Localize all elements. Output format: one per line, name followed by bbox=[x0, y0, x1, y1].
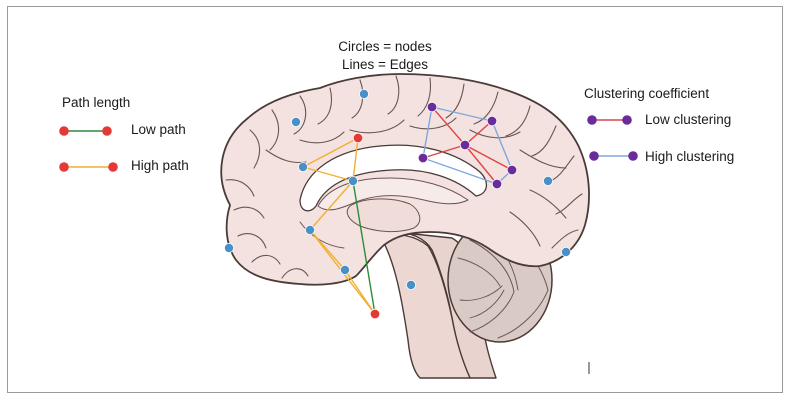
node-circle-icon bbox=[102, 126, 112, 136]
clustering-legend-symbols bbox=[587, 115, 638, 161]
brain-illustration bbox=[221, 74, 589, 378]
node-circle-icon bbox=[628, 151, 638, 161]
node-blue bbox=[543, 176, 552, 185]
node-purple bbox=[418, 153, 428, 163]
node-blue bbox=[406, 280, 415, 289]
node-blue bbox=[224, 243, 233, 252]
diagram-caption: Circles = nodes Lines = Edges bbox=[330, 38, 440, 74]
low-path-label: Low path bbox=[131, 122, 186, 137]
high-clustering-label: High clustering bbox=[645, 149, 734, 164]
path-legend-title: Path length bbox=[62, 95, 130, 110]
node-blue bbox=[561, 247, 570, 256]
node-purple bbox=[427, 102, 437, 112]
caption-edges: Lines = Edges bbox=[330, 56, 440, 74]
node-purple bbox=[507, 165, 517, 175]
node-blue bbox=[359, 89, 368, 98]
node-purple bbox=[487, 116, 497, 126]
node-blue bbox=[348, 176, 357, 185]
node-blue bbox=[298, 162, 307, 171]
node-red bbox=[370, 309, 380, 319]
node-red bbox=[353, 133, 363, 143]
node-circle-icon bbox=[59, 126, 69, 136]
node-circle-icon bbox=[59, 162, 69, 172]
node-purple bbox=[460, 140, 470, 150]
node-blue bbox=[291, 117, 300, 126]
node-circle-icon bbox=[589, 151, 599, 161]
low-clustering-label: Low clustering bbox=[645, 112, 731, 127]
node-purple bbox=[492, 179, 502, 189]
high-path-label: High path bbox=[131, 158, 189, 173]
caption-nodes: Circles = nodes bbox=[330, 38, 440, 56]
node-circle-icon bbox=[587, 115, 597, 125]
node-circle-icon bbox=[622, 115, 632, 125]
clustering-legend-title: Clustering coefficient bbox=[584, 86, 709, 101]
node-blue bbox=[305, 225, 314, 234]
node-blue bbox=[340, 265, 349, 274]
path-legend-symbols bbox=[59, 126, 118, 172]
node-circle-icon bbox=[108, 162, 118, 172]
